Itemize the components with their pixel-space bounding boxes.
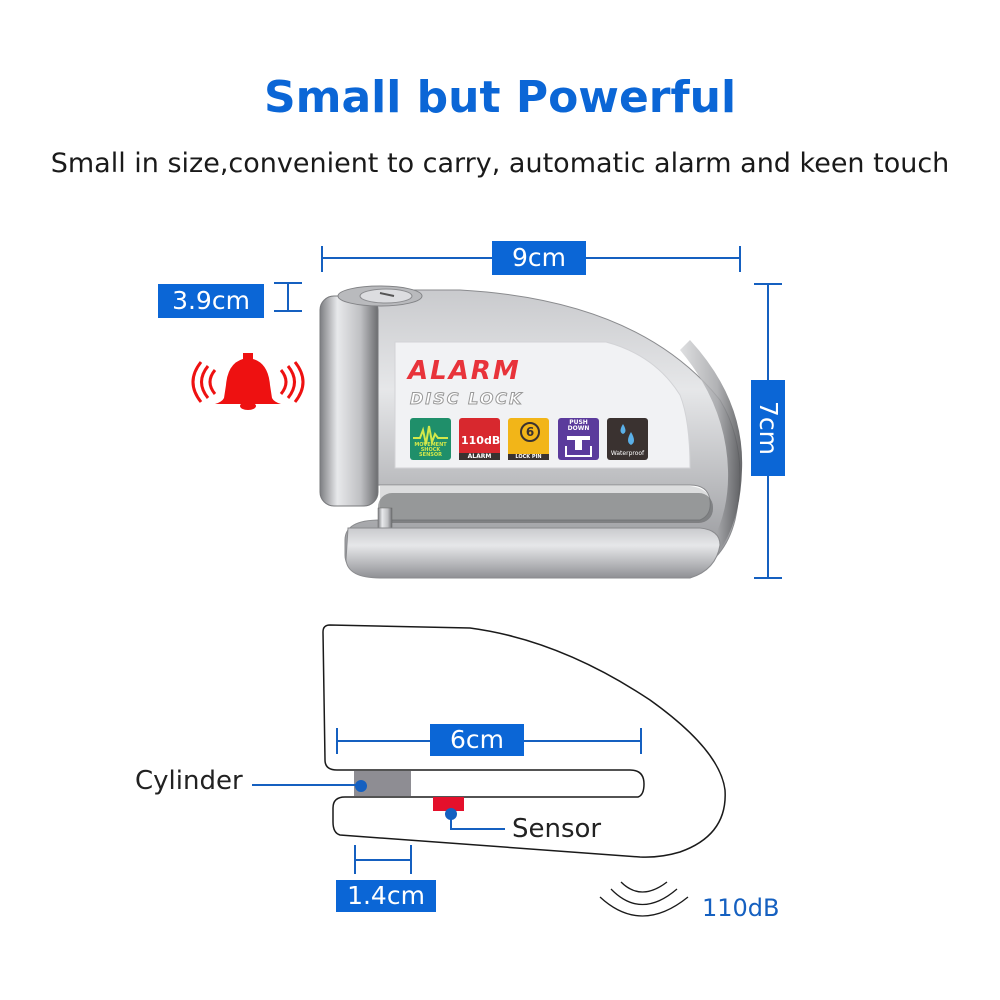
sticker-alarm-text: ALARM [408,356,521,386]
alarm-110db-icon: 110dB [461,434,501,447]
sensor-block [433,797,464,811]
sound-waves-icon [599,881,689,917]
badge-lock-pin: 6 LOCK PIN [508,418,549,460]
page-title: Small but Powerful [263,72,737,123]
width-dimension-tag: 9cm [492,241,586,275]
waterproof-icon [620,424,634,445]
push-down-icon [565,436,592,457]
height-dimension-tag: 7cm [751,380,785,476]
pin-diameter-tag: 1.4cm [336,880,436,912]
sensor-label: Sensor [512,814,602,844]
sticker-disc-lock-text: DISC LOCK [409,389,524,409]
volume-label: 110dB [702,894,780,922]
lock-pin-6mm-icon: 6 [520,422,540,442]
slot-depth-tag: 6cm [430,724,524,756]
thickness-dimension-tag: 3.9cm [158,284,264,318]
badge-waterproof: Waterproof [607,418,648,460]
cylinder-label: Cylinder [135,766,243,796]
page-subtitle: Small in size,convenient to carry, autom… [50,148,950,179]
badge-110db-alarm: 110dB ALARM [459,418,500,460]
lock-slot [378,493,713,523]
movement-shock-sensor-icon [413,425,448,446]
